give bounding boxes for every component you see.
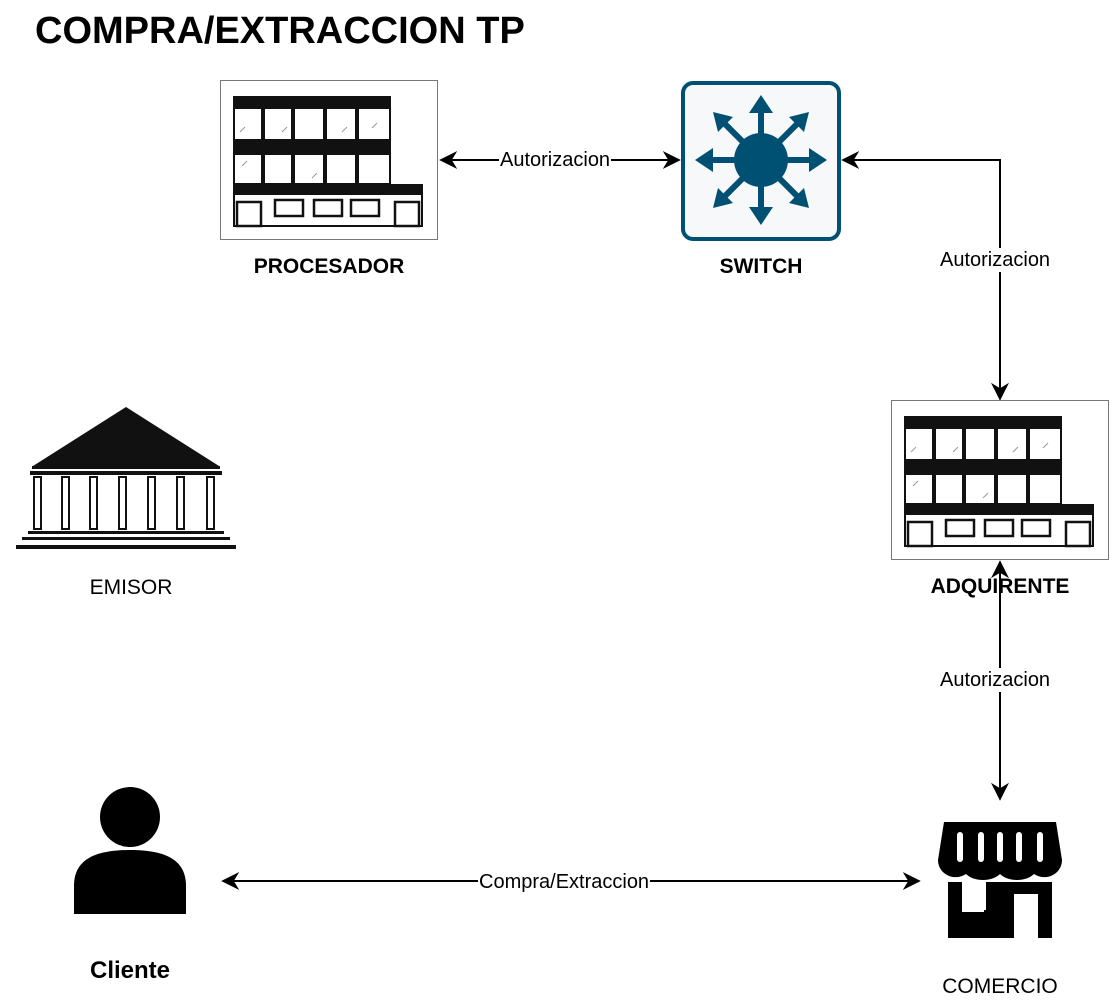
adquirente-node[interactable] bbox=[891, 400, 1109, 560]
comercio-label: COMERCIO bbox=[942, 975, 1058, 998]
switch-label: SWITCH bbox=[719, 255, 803, 278]
page-title: COMPRA/EXTRACCION TP bbox=[35, 10, 525, 52]
store-icon bbox=[938, 822, 1062, 938]
cliente-node[interactable] bbox=[72, 786, 188, 916]
edge-switch-adquirente bbox=[841, 151, 1009, 401]
edge-label-switch-adquirente: Autorizacion bbox=[939, 248, 1052, 272]
building-icon bbox=[220, 80, 438, 240]
procesador-label: PROCESADOR bbox=[253, 255, 405, 278]
emisor-label: EMISOR bbox=[89, 576, 173, 599]
procesador-node[interactable] bbox=[220, 80, 438, 240]
emisor-node[interactable] bbox=[16, 405, 236, 550]
building-icon bbox=[891, 400, 1109, 560]
edge-label-cliente-comercio: Compra/Extraccion bbox=[478, 870, 651, 894]
edge-label-adquirente-comercio: Autorizacion bbox=[939, 668, 1052, 692]
edge-label-procesador-switch: Autorizacion bbox=[499, 148, 612, 172]
bank-icon bbox=[16, 407, 236, 549]
cliente-label: Cliente bbox=[89, 957, 170, 984]
comercio-node[interactable] bbox=[938, 822, 1062, 940]
adquirente-label: ADQUIRENTE bbox=[930, 575, 1070, 598]
person-icon bbox=[74, 787, 186, 914]
switch-node[interactable] bbox=[681, 81, 841, 241]
network-switch-icon bbox=[681, 81, 841, 241]
